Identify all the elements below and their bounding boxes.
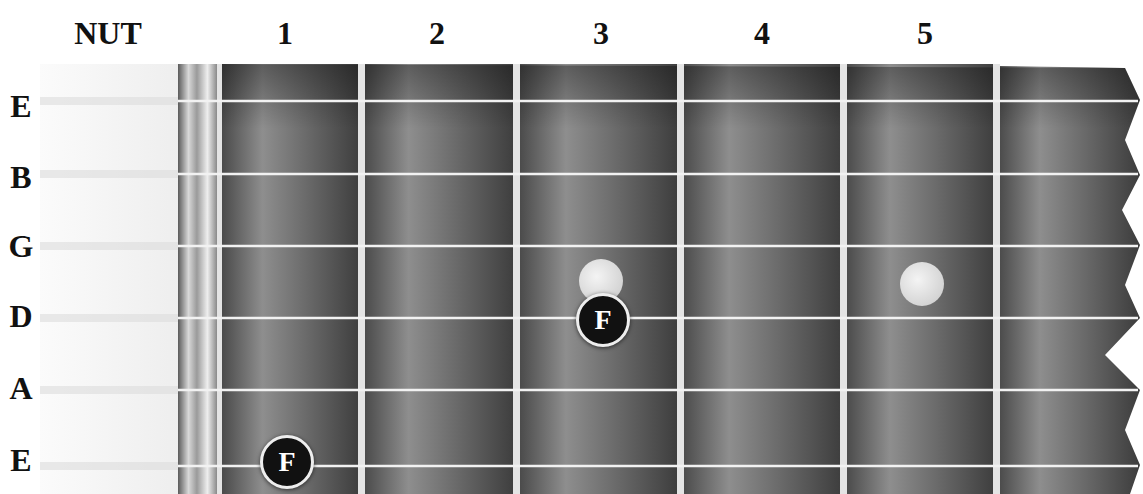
inlay-dot <box>900 262 944 306</box>
note-name: F <box>278 448 295 476</box>
strings <box>178 101 1138 466</box>
nut-label: NUT <box>74 17 142 49</box>
note-marker: F <box>260 435 314 489</box>
string-name: B <box>10 161 31 193</box>
note-marker: F <box>576 293 630 347</box>
string-name: E <box>10 90 31 122</box>
note-name: F <box>594 306 611 334</box>
string-name: A <box>9 372 32 404</box>
fret-number: 3 <box>593 17 609 49</box>
fret-number: 5 <box>917 17 933 49</box>
string-name: E <box>10 444 31 476</box>
board-shade <box>220 64 1140 494</box>
fret-number: 1 <box>277 17 293 49</box>
fret-number: 2 <box>429 17 445 49</box>
nut-area-streaks <box>40 101 178 466</box>
fret-cells <box>220 64 1140 494</box>
nut-bar <box>178 64 220 494</box>
string-name: D <box>9 300 32 332</box>
string-name: G <box>9 230 34 262</box>
fret-number: 4 <box>754 17 770 49</box>
fret-wires <box>217 64 1000 494</box>
nut-area <box>40 64 180 494</box>
